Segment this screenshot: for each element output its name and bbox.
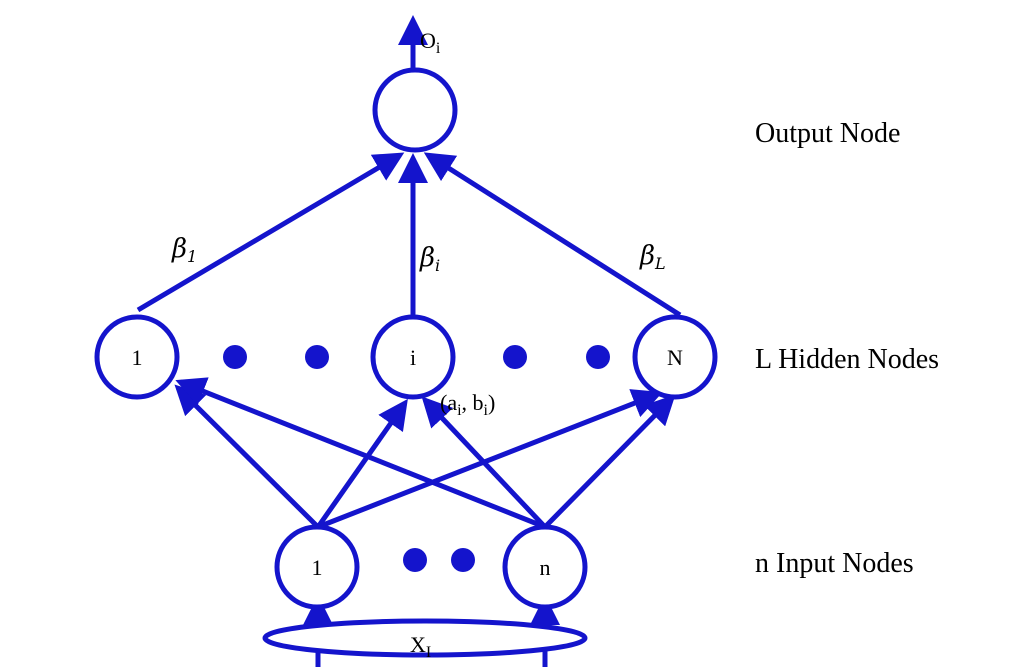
input-dot: [403, 548, 427, 572]
edge-input-1-hidden-i: [315, 398, 408, 529]
hidden-node-i: [370, 314, 456, 400]
input-vector-label: XI: [410, 632, 431, 661]
edge-input-n-hidden-1: [175, 377, 546, 530]
hidden-node-1-label: 1: [132, 345, 143, 370]
hidden-dot: [586, 345, 610, 369]
weight-beta-i: βi: [419, 243, 440, 275]
hidden-dot: [503, 345, 527, 369]
edge-input-1-hidden-1: [174, 384, 320, 529]
param-close: ): [488, 390, 495, 415]
weight-sub: L: [654, 254, 666, 273]
hidden-layer-label: L Hidden Nodes: [755, 344, 939, 375]
output-layer-label: Output Node: [755, 118, 900, 149]
output-node: [372, 67, 458, 153]
weight-beta-1: β1: [171, 234, 197, 266]
param-mid: , b: [462, 390, 484, 415]
weight-symbol: β: [171, 234, 187, 264]
weight-sub: 1: [187, 247, 197, 266]
input-vector-ellipse: [262, 618, 588, 658]
ellipsis-dots: [223, 345, 610, 572]
weight-symbol: β: [419, 243, 435, 273]
hidden-node-i-label: i: [410, 345, 416, 370]
hidden-dot: [223, 345, 247, 369]
param-sub-b: i: [484, 402, 489, 419]
input-node-1: [274, 524, 360, 610]
edge-hidden-N-output: [423, 152, 682, 318]
hidden-dot: [305, 345, 329, 369]
input-layer-label: n Input Nodes: [755, 548, 914, 579]
connections: [136, 15, 682, 667]
weight-beta-L: βL: [639, 241, 666, 273]
param-sub-a: i: [457, 402, 462, 419]
param-open: (a: [440, 390, 457, 415]
edge-input-n-hidden-N: [543, 394, 676, 529]
hidden-node-N-label: N: [667, 345, 683, 370]
input-vector-sub: I: [426, 644, 431, 661]
input-dot: [451, 548, 475, 572]
edge-input-n-hidden-i: [421, 396, 547, 529]
weight-sub: i: [435, 256, 440, 275]
hidden-param-label: (ai, bi): [440, 390, 495, 419]
weight-symbol: β: [639, 241, 655, 271]
nodes: [94, 67, 718, 658]
output-signal-symbol: O: [420, 28, 436, 53]
input-node-1-label: 1: [312, 555, 323, 580]
output-signal-label: Oi: [420, 28, 441, 57]
edge-input-1-hidden-N: [317, 389, 663, 530]
input-node-n: [502, 524, 588, 610]
hidden-node-N: [632, 314, 718, 400]
input-vector-symbol: X: [410, 632, 426, 657]
input-node-n-label: n: [540, 555, 551, 580]
hidden-node-1: [94, 314, 180, 400]
output-signal-sub: i: [436, 40, 441, 57]
edge-hidden-1-output: [136, 152, 405, 313]
